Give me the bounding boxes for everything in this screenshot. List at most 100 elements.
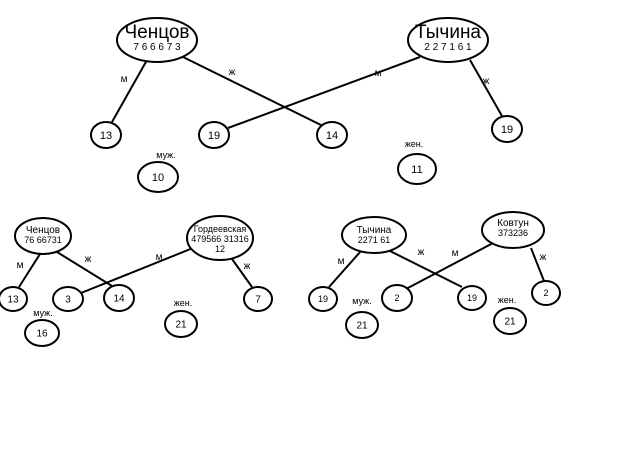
node-n19b_br: 19 [457,285,487,311]
node-n14_top: 14 [316,121,348,149]
node-n14_bl: 14 [103,284,135,312]
node-ellipse [316,121,348,149]
node-ellipse [341,216,407,254]
node-name: Ченцов [26,225,60,236]
node-ellipse [52,286,84,312]
note-note_muzh_bl: муж. [33,308,52,318]
node-ellipse [137,161,179,193]
edge-line [231,258,253,288]
edge-line [227,56,421,129]
node-n3_bl: 3 [52,286,84,312]
node-name: 13 [7,295,19,306]
edge-line [56,251,113,287]
node-name: 3 [65,295,71,306]
node-ellipse [493,307,527,335]
node-n19a_top: 19 [198,121,230,149]
node-n19b_top: 19 [491,115,523,143]
edge-label: м [375,68,382,79]
edge-chentsov_bl-n13_bl: м [17,253,41,288]
node-name: 21 [175,320,187,331]
node-ellipse [481,211,545,249]
node-name: Тычина [415,22,481,43]
edge-kovtun_br-n2a_br: м [405,241,496,290]
edge-tychina_top-n19b_top: ж [469,59,503,117]
node-name: 13 [100,130,112,142]
node-n19a_br: 19 [308,286,338,312]
node-ellipse [198,121,230,149]
node-ellipse [381,284,413,312]
node-n2a_br: 2 [381,284,413,312]
node-name: 16 [36,329,48,340]
edge-kovtun_br-n2b_br: ж [530,247,547,282]
node-ellipse [116,17,198,63]
edge-tychina_br-n19a_br: м [328,250,362,288]
node-name: 21 [356,321,368,332]
node-ellipse [491,115,523,143]
edge-line [328,250,362,288]
edge-line [530,247,545,282]
node-ellipse [24,319,60,347]
node-name: 2 [394,293,399,303]
node-code: 373236 [498,228,528,238]
edge-chentsov_top-n13_top: м [111,59,148,123]
edge-label: м [338,256,345,267]
edge-label: ж [483,76,490,87]
node-n21a_br: 21 [345,311,379,339]
node-code-2: 12 [215,244,225,254]
node-name: 14 [113,294,125,305]
node-name: 10 [152,172,164,184]
edge-label: м [156,252,163,263]
node-name: 14 [326,130,338,142]
node-ellipse [14,217,72,255]
edge-tychina_br-n19b_br: ж [387,247,463,288]
node-name: Тычина [357,225,392,236]
edge-line [111,59,148,123]
edge-chentsov_bl-n14_bl: ж [56,251,113,287]
node-ellipse [103,284,135,312]
node-name: 19 [501,124,513,136]
node-name: Гордеевская [194,224,247,234]
node-ellipse [164,310,198,338]
node-code: 2271 61 [358,235,391,245]
node-ellipse [308,286,338,312]
note-note_zhen_br: жен. [498,295,517,305]
note-note_zhen_bl: жен. [174,298,193,308]
edge-label: ж [540,252,547,263]
node-n16_bl: 16 [24,319,60,347]
edge-label: ж [229,67,236,78]
edge-label: ж [244,261,251,272]
node-ellipse [345,311,379,339]
edge-tychina_top-n19a_top: м [227,56,421,129]
note-note_muzh_top: муж. [156,150,175,160]
edge-label: ж [418,247,425,258]
node-n13_bl: 13 [0,286,28,312]
node-n11_top: 11 [397,153,437,185]
edge-label: м [121,74,128,85]
node-ellipse [457,285,487,311]
node-ellipse [531,280,561,306]
edge-gordeevskaya_bl-n3_bl: м [80,247,194,294]
edge-chentsov_top-n14_top: ж [182,56,322,126]
edge-line [182,56,322,126]
edge-label: ж [85,254,92,265]
node-n2b_br: 2 [531,280,561,306]
edge-line [387,249,463,288]
node-ellipse [186,215,254,261]
edge-label: м [452,248,459,259]
node-ellipse [0,286,28,312]
edge-line [80,247,194,294]
node-ellipse [407,17,489,63]
node-n21_bl: 21 [164,310,198,338]
node-code: 2 2 7 1 6 1 [424,42,472,53]
edge-label: м [17,260,24,271]
node-n21b_br: 21 [493,307,527,335]
node-name: 19 [467,293,477,303]
edge-gordeevskaya_bl-n7_bl: ж [231,258,253,288]
node-name: 21 [504,317,516,328]
